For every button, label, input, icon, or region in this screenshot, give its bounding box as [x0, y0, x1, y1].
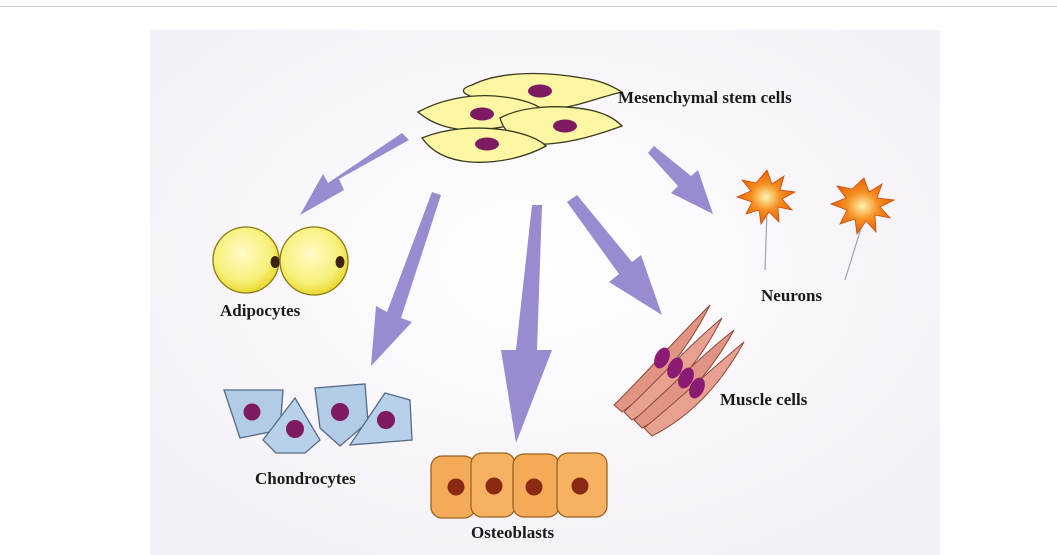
- top-divider: [0, 6, 1057, 7]
- chondrocyte-nucleus: [243, 403, 261, 421]
- adipocyte-cell: [212, 226, 280, 294]
- label-stem-cells: Mesenchymal stem cells: [618, 88, 792, 107]
- chondrocyte-nucleus: [377, 411, 395, 429]
- osteoblasts-group: [430, 452, 608, 519]
- label-adipocytes: Adipocytes: [220, 301, 301, 320]
- osteoblast-nucleus: [485, 477, 503, 495]
- muscle-nucleus: [654, 347, 670, 369]
- osteoblast-nucleus: [571, 477, 589, 495]
- nucleus: [475, 137, 499, 151]
- differentiation-arrows: [300, 133, 713, 443]
- neuron-cell: [735, 169, 797, 271]
- nucleus: [470, 107, 494, 121]
- arrow-to-osteoblasts: [501, 205, 552, 443]
- adipocyte-cell: [279, 226, 349, 296]
- neuron-cell: [829, 177, 896, 281]
- chondrocyte-nucleus: [286, 420, 304, 438]
- muscle-nucleus: [689, 377, 705, 399]
- label-muscle-cells: Muscle cells: [720, 390, 808, 409]
- adipocytes-group: [212, 226, 349, 296]
- arrow-to-adipocytes: [300, 133, 409, 215]
- label-osteoblasts: Osteoblasts: [471, 523, 555, 542]
- arrow-to-chondrocytes: [371, 192, 441, 366]
- label-chondrocytes: Chondrocytes: [255, 469, 356, 488]
- muscle-cells-group: [613, 304, 745, 437]
- arrow-to-muscle: [567, 195, 662, 315]
- label-neurons: Neurons: [761, 286, 822, 305]
- chondrocytes-group: [223, 383, 413, 454]
- adipocyte-nucleus: [335, 256, 345, 268]
- nucleus: [553, 119, 577, 133]
- arrow-to-neurons: [648, 146, 713, 214]
- neurons-group: [735, 169, 896, 281]
- osteoblast-nucleus: [525, 478, 543, 496]
- nucleus: [528, 84, 552, 98]
- osteoblast-nucleus: [447, 478, 465, 496]
- adipocyte-nucleus: [270, 256, 280, 268]
- chondrocyte-nucleus: [331, 403, 349, 421]
- stem-cells-cluster: [416, 72, 624, 163]
- muscle-nucleus: [678, 367, 694, 389]
- muscle-nucleus: [667, 357, 683, 379]
